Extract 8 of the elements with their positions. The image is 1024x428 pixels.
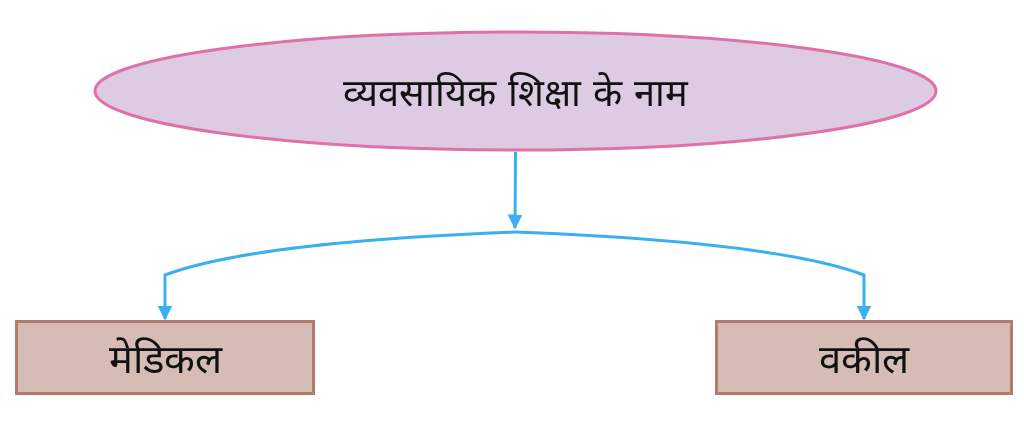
node-label: वकील <box>819 335 909 384</box>
category-box <box>715 320 1013 395</box>
node-label: मेडिकल <box>108 335 222 384</box>
node-label: व्यवसायिक शिक्षा के नाम <box>342 70 689 117</box>
arrow <box>507 152 523 230</box>
arrow <box>157 230 516 321</box>
category-box <box>15 320 315 395</box>
arrow <box>514 230 872 321</box>
